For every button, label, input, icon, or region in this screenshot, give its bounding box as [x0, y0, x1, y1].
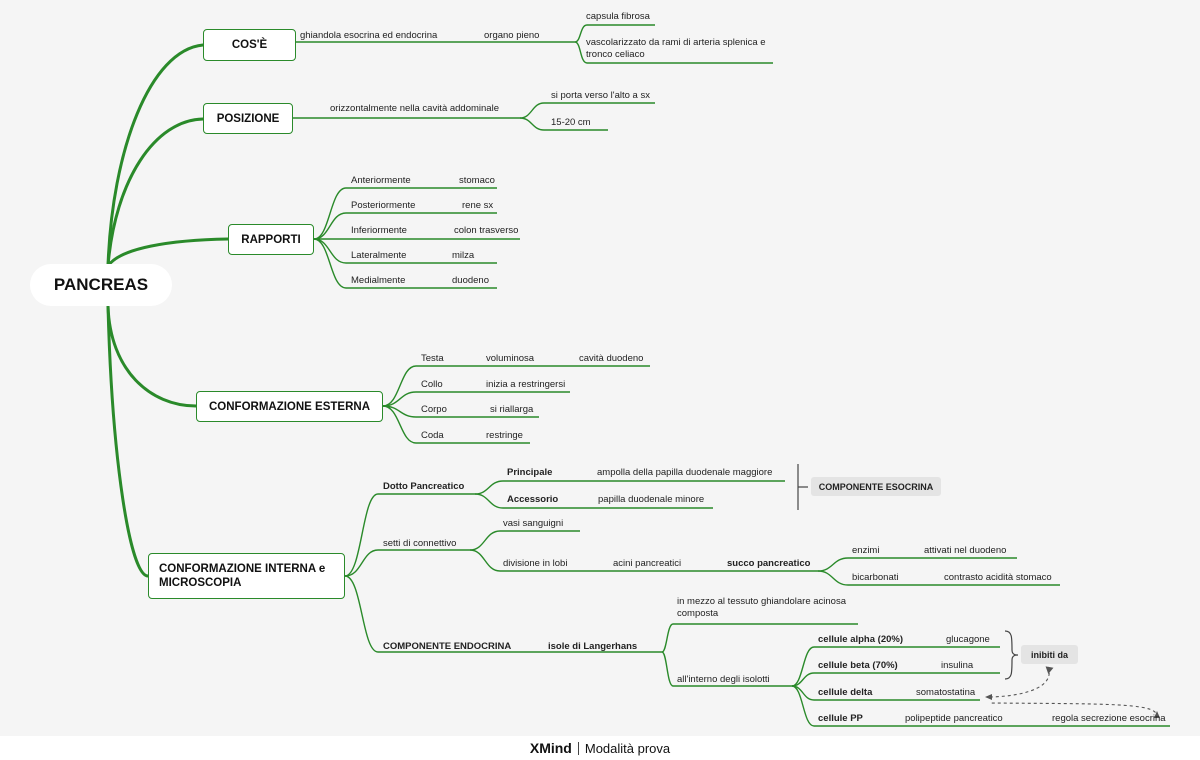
- connector-layer: [106, 24, 1170, 727]
- rapporto-dir[interactable]: Medialmente: [351, 275, 406, 286]
- node-ghiandola[interactable]: ghiandola esocrina ed endocrina: [300, 30, 438, 41]
- node-succo[interactable]: succo pancreatico: [727, 558, 811, 569]
- branch-cose: [106, 43, 205, 268]
- branch-posizione: [106, 117, 205, 268]
- node-enzimi-desc[interactable]: attivati nel duodeno: [924, 545, 1007, 556]
- node-accessorio[interactable]: Accessorio: [507, 494, 559, 505]
- esterna-desc[interactable]: restringe: [486, 430, 523, 441]
- branch-esterna: [106, 304, 198, 408]
- topic-conformazione-interna[interactable]: CONFORMAZIONE INTERNA e MICROSCOPIA: [148, 553, 345, 599]
- topic-posizione[interactable]: POSIZIONE: [203, 103, 293, 134]
- branch-interna: [106, 304, 150, 578]
- rapporto-dir[interactable]: Inferiormente: [351, 225, 407, 236]
- node-acini[interactable]: acini pancreatici: [613, 558, 682, 569]
- esterna-desc[interactable]: si riallarga: [490, 404, 534, 415]
- node-vascolarizzato[interactable]: vascolarizzato da rami di arteria spleni…: [586, 37, 766, 60]
- cell-hormone[interactable]: glucagone: [946, 634, 990, 645]
- branch-rapporti: [106, 237, 230, 268]
- esterna-part[interactable]: Collo: [421, 379, 443, 390]
- node-organo-pieno[interactable]: organo pieno: [484, 30, 540, 41]
- esterna-desc[interactable]: voluminosa: [486, 353, 535, 364]
- cell-extra[interactable]: regola secrezione esocrina: [1052, 713, 1166, 724]
- node-isole[interactable]: isole di Langerhans: [548, 641, 638, 652]
- mindmap-canvas: PANCREAS COS'È ghiandola esocrina ed end…: [30, 11, 1170, 727]
- cell-name[interactable]: cellule PP: [818, 713, 863, 724]
- tag-inibiti-da[interactable]: inibiti da: [1021, 645, 1078, 664]
- esterna-part[interactable]: Corpo: [421, 404, 447, 415]
- cell-name[interactable]: cellule alpha (20%): [818, 634, 904, 645]
- xmind-logo: XMind: [529, 740, 572, 756]
- topic-rapporti[interactable]: RAPPORTI: [228, 224, 314, 255]
- esterna-extra[interactable]: cavità duodeno: [579, 353, 644, 364]
- topic-cose[interactable]: COS'È: [203, 29, 296, 61]
- rapporto-dir[interactable]: Lateralmente: [351, 250, 407, 261]
- node-dotto-pancreatico[interactable]: Dotto Pancreatico: [383, 481, 465, 492]
- root-node[interactable]: PANCREAS: [30, 264, 172, 306]
- node-componente-endocrina[interactable]: COMPONENTE ENDOCRINA: [383, 641, 512, 652]
- node-principale[interactable]: Principale: [507, 467, 553, 478]
- trial-mode-label: Modalità prova: [584, 740, 671, 756]
- cell-hormone[interactable]: polipeptide pancreatico: [905, 713, 1003, 724]
- node-bicarbonati[interactable]: bicarbonati: [852, 572, 899, 583]
- cell-name[interactable]: cellule delta: [818, 687, 873, 698]
- tag-componente-esocrina[interactable]: COMPONENTE ESOCRINA: [811, 477, 941, 496]
- node-in-mezzo[interactable]: in mezzo al tessuto ghiandolare acinosa …: [677, 596, 846, 619]
- node-verso-alto[interactable]: si porta verso l'alto a sx: [551, 90, 650, 101]
- watermark-footer: XMind Modalità prova: [0, 736, 1200, 760]
- cell-hormone[interactable]: insulina: [941, 660, 974, 671]
- rapporto-organ[interactable]: rene sx: [462, 200, 494, 211]
- node-capsula[interactable]: capsula fibrosa: [586, 11, 650, 22]
- topic-conformazione-esterna[interactable]: CONFORMAZIONE ESTERNA: [196, 391, 383, 422]
- node-lunghezza[interactable]: 15-20 cm: [551, 117, 591, 128]
- node-vasi[interactable]: vasi sanguigni: [503, 518, 564, 529]
- node-principale-desc[interactable]: ampolla della papilla duodenale maggiore: [597, 467, 773, 478]
- node-enzimi[interactable]: enzimi: [852, 545, 880, 556]
- node-orizzontalmente[interactable]: orizzontalmente nella cavità addominale: [330, 103, 499, 114]
- rapporto-organ[interactable]: stomaco: [459, 175, 495, 186]
- rapporto-organ[interactable]: colon trasverso: [454, 225, 519, 236]
- esterna-desc[interactable]: inizia a restringersi: [486, 379, 566, 390]
- rapporto-dir[interactable]: Anteriormente: [351, 175, 411, 186]
- cell-hormone[interactable]: somatostatina: [916, 687, 976, 698]
- rapporto-organ[interactable]: milza: [452, 250, 475, 261]
- esterna-part[interactable]: Testa: [421, 353, 444, 364]
- node-accessorio-desc[interactable]: papilla duodenale minore: [598, 494, 705, 505]
- cell-name[interactable]: cellule beta (70%): [818, 660, 898, 671]
- node-interno-isolotti[interactable]: all'interno degli isolotti: [677, 674, 770, 685]
- rapporto-organ[interactable]: duodeno: [452, 275, 489, 286]
- footer-divider: [577, 741, 579, 755]
- esterna-part[interactable]: Coda: [421, 430, 444, 441]
- node-setti[interactable]: setti di connettivo: [383, 538, 457, 549]
- node-divisione[interactable]: divisione in lobi: [503, 558, 568, 569]
- rapporto-dir[interactable]: Posteriormente: [351, 200, 416, 211]
- node-bicarbonati-desc[interactable]: contrasto acidità stomaco: [944, 572, 1052, 583]
